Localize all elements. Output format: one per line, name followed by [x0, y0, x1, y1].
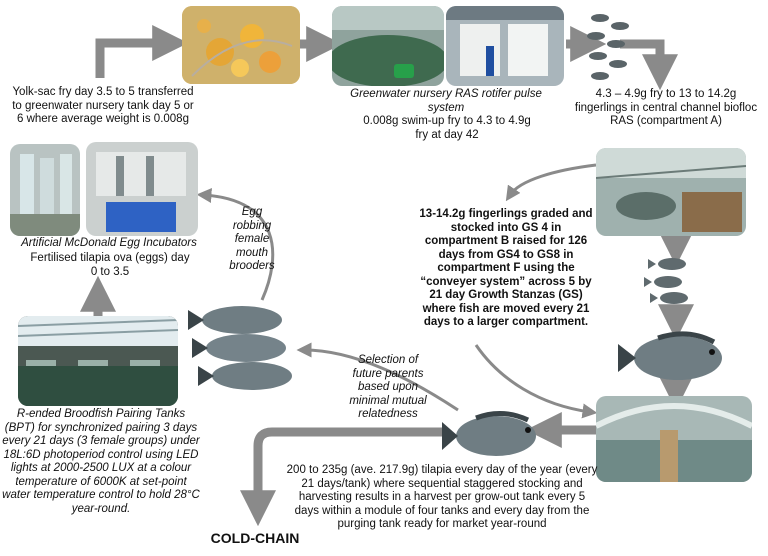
yolk-sac-label: Yolk-sac fry day 3.5 to 5 transferred to… [12, 86, 194, 125]
greenwater-title: Greenwater nursery RAS rotifer pulse sys… [350, 88, 542, 114]
broodfish-tanks-photo [18, 316, 178, 406]
arrow-fry-to-fingerling [620, 39, 678, 91]
parent-selection-label: Selection of future parents based upon m… [349, 354, 427, 420]
arrow-curve-to-broodfish [296, 342, 459, 412]
greenwater-desc: 0.008g swim-up fry to 4.3 to 4.9g fry at… [363, 115, 531, 141]
rotifer-system-icon [446, 6, 564, 86]
cold-chain-label: COLD-CHAIN [210, 530, 300, 546]
incubator-lab-icon [86, 142, 198, 236]
nursery-tank-photo [332, 6, 444, 86]
rotifer-system-photo [446, 6, 564, 86]
market-tilapia-icon [618, 331, 722, 380]
nursery-tank-icon [332, 6, 444, 86]
broodfish-tanks-icon [18, 316, 178, 406]
incubator-lab-photo [86, 142, 198, 236]
arrow-yolk-to-eggs [95, 25, 189, 78]
fry-icon [587, 14, 629, 80]
biofloc-raceway-icon [596, 148, 746, 236]
egg-incubator-photo [10, 144, 80, 236]
arrow-curve-to-stanza [505, 163, 597, 202]
fry-to-fingerling-label: 4.3 – 4.9g fry to 13 to 14.2g fingerling… [574, 88, 758, 127]
incubator-desc: Fertilised tilapia ova (eggs) day 0 to 3… [30, 252, 190, 278]
egg-incubator-icon [10, 144, 80, 236]
eggs-photo [182, 6, 300, 84]
harvest-tilapia-icon [442, 411, 536, 456]
biofloc-raceway-photo [596, 148, 746, 236]
harvest-label: 200 to 235g (ave. 217.9g) tilapia every … [286, 464, 598, 530]
small-fish-group-icon [644, 258, 688, 304]
grow-out-greenhouse-photo [596, 396, 752, 482]
broodfish-tanks-label: R-ended Broodfish Pairing Tanks (BPT) fo… [2, 408, 200, 515]
eggs-icon [182, 6, 300, 84]
grow-out-greenhouse-icon [596, 396, 752, 482]
incubator-title: Artificial McDonald Egg Incubators [21, 237, 197, 249]
grow-stanza-label: 13-14.2g fingerlings graded and stocked … [419, 208, 593, 328]
arrow-curve-to-greenhouse [474, 344, 598, 419]
broodfish-group-icon [188, 306, 292, 390]
egg-robbing-label: Egg robbing female mouth brooders [229, 206, 275, 272]
arrow-curve-to-incubator [196, 188, 275, 301]
arrow-to-cold-chain [240, 427, 446, 527]
